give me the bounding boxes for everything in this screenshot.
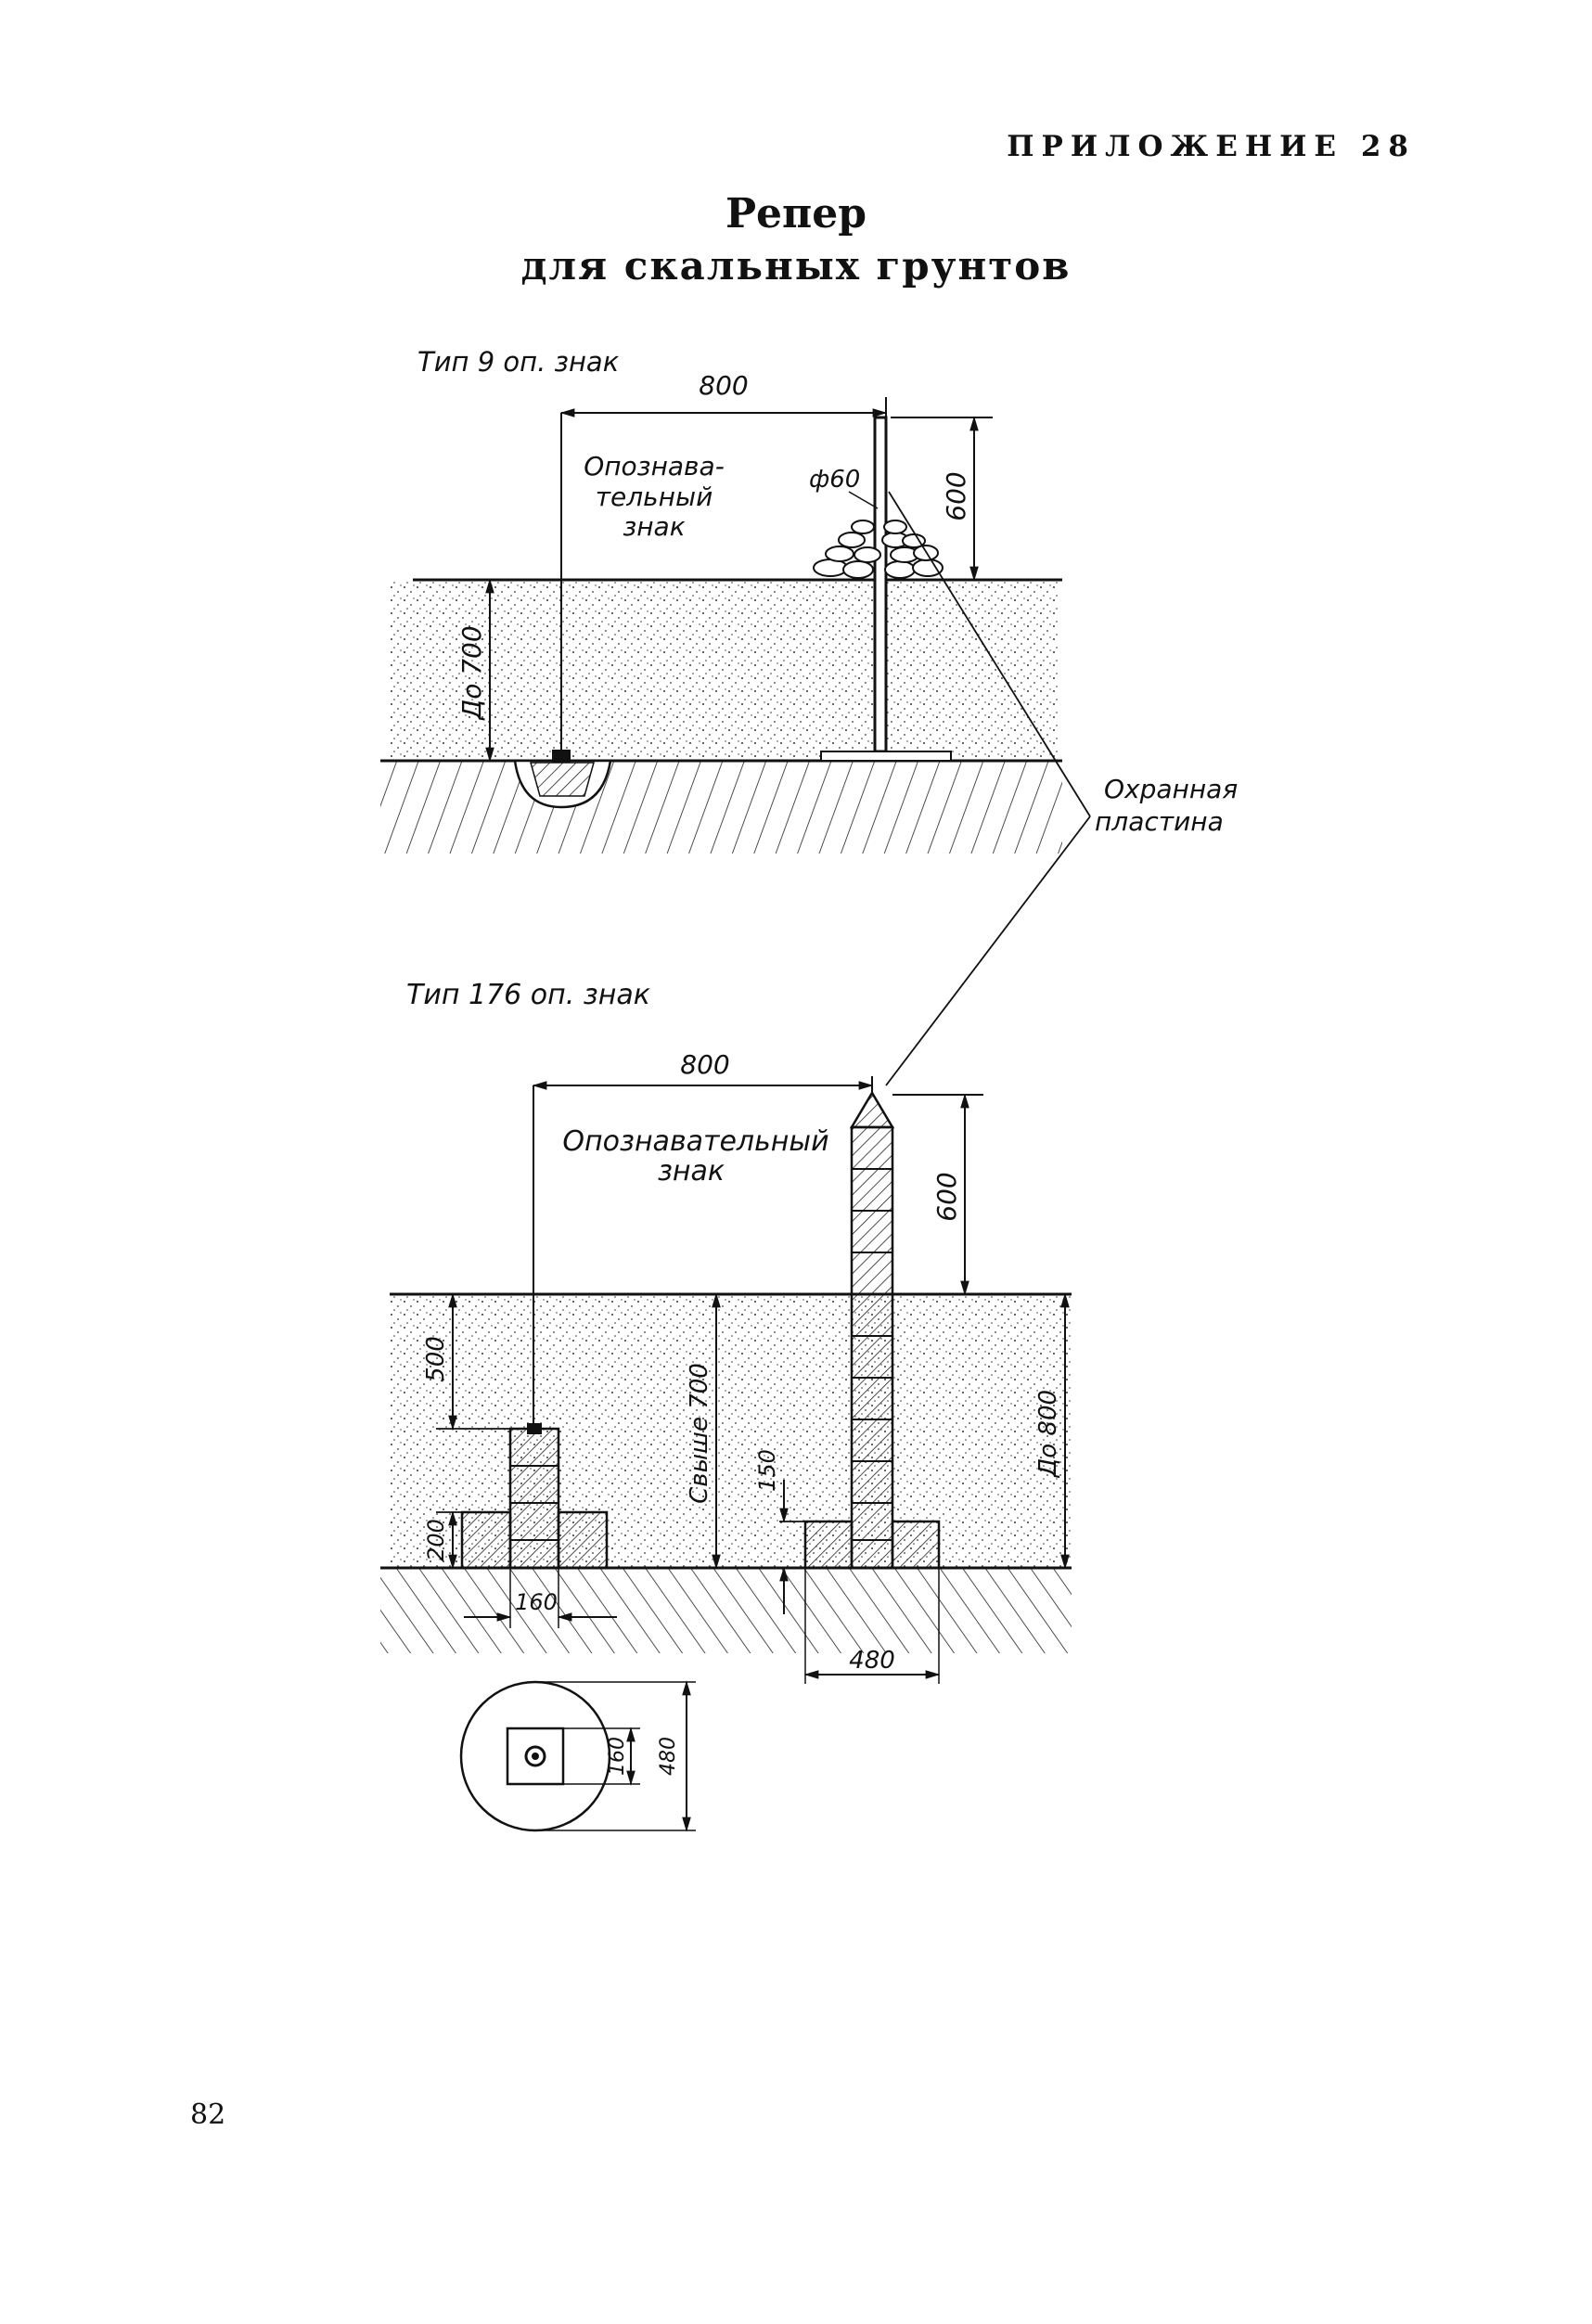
type176-500-label: 500 xyxy=(422,1336,450,1382)
type9-protective-plate xyxy=(820,751,952,762)
type176-pillar-footing-left xyxy=(803,1520,854,1570)
type176-160-label: 160 xyxy=(515,1589,558,1615)
plan-480-label: 480 xyxy=(657,1737,680,1776)
type9-sign-pole xyxy=(873,416,888,753)
type9-diameter-label: ф60 xyxy=(809,466,860,494)
type176-sign-label-1: Опознавательный xyxy=(562,1125,828,1158)
type9-sign-label-1: Опознава- xyxy=(584,451,725,481)
type176-drawing: Тип 176 оп. знак xyxy=(380,979,1072,1684)
type9-drawing: 800 600 До 700 ф60 Опознава- тельный зна… xyxy=(380,346,1062,854)
type9-soil-layer xyxy=(390,580,1058,761)
type176-height-label: 600 xyxy=(931,1172,962,1221)
type9-height-label: 600 xyxy=(941,471,971,520)
protective-plate-label-2: пластина xyxy=(1095,806,1224,837)
type176-sign-label-2: знак xyxy=(658,1155,725,1188)
type176-benchmark-head xyxy=(527,1423,542,1434)
protective-plate-label-1: Охранная xyxy=(1104,774,1238,804)
type176-200-label: 200 xyxy=(423,1519,449,1561)
plan-view: 160 480 xyxy=(459,1680,696,1832)
appendix-heading: ПРИЛОЖЕНИЕ 28 xyxy=(1007,130,1416,163)
type9-caption: Тип 9 оп. знак xyxy=(417,346,620,378)
type9-depth-label: До 700 xyxy=(456,625,487,721)
type176-benchmark-footing-left xyxy=(460,1510,512,1570)
type9-rock-layer xyxy=(380,761,1062,854)
type9-benchmark-head xyxy=(552,750,571,763)
type176-width-label: 800 xyxy=(680,1049,729,1080)
plan-160-label: 160 xyxy=(606,1737,629,1776)
type176-above700-label: Свыше 700 xyxy=(686,1363,713,1504)
type176-rock-layer xyxy=(380,1568,1072,1653)
type176-150-label: 150 xyxy=(754,1449,780,1492)
type176-sign-pillar xyxy=(850,1125,894,1570)
type176-benchmark-footing-right xyxy=(557,1510,609,1570)
type176-upto800-label: До 800 xyxy=(1034,1390,1062,1478)
document-subtitle: для скальных грунтов xyxy=(520,243,1072,289)
type176-pillar-footing-right xyxy=(891,1520,941,1570)
type176-benchmark-column xyxy=(508,1427,560,1570)
type9-width-label: 800 xyxy=(699,370,748,401)
page-number: 82 xyxy=(190,2099,226,2131)
type9-sign-label-3: знак xyxy=(623,511,685,542)
document-title: Репер xyxy=(725,190,867,238)
type9-sign-label-2: тельный xyxy=(596,481,713,512)
protective-plate-callout: Охранная пластина xyxy=(885,491,1238,1086)
type176-caption: Тип 176 оп. знак xyxy=(406,979,650,1011)
type176-480-label: 480 xyxy=(849,1647,895,1675)
